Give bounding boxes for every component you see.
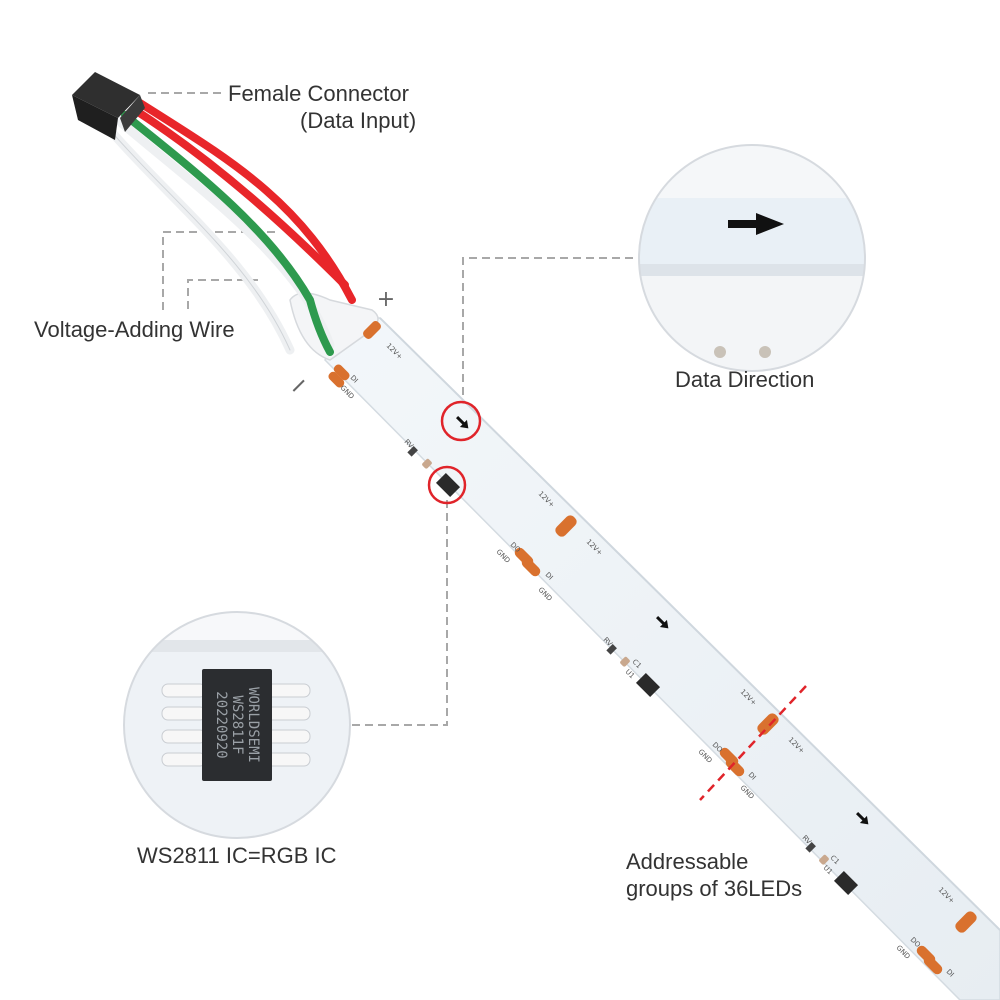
cut-mark: [699, 685, 807, 801]
plus-symbol: +: [377, 287, 395, 312]
pad-12v-1: [555, 515, 577, 537]
cut-line: [699, 685, 807, 801]
leader-lines: [148, 92, 637, 726]
highlight-arrow-circle: [440, 400, 482, 442]
callout-data-direction: Data Direction: [675, 367, 815, 392]
pcb-label-di-1: DI: [544, 571, 555, 582]
callout-female-connector-line2: (Data Input): [300, 108, 417, 133]
pad-gnd-input: [328, 371, 345, 388]
resistor-3: [805, 842, 816, 853]
pad-gnd-2: [725, 757, 745, 777]
callout-addressable-groups-line1: Addressable: [626, 849, 749, 874]
callout-female-connector-line1: Female Connector: [228, 81, 409, 106]
resistor-2: [606, 644, 617, 655]
strip-edge-highlight: [379, 317, 1000, 931]
callout-ic: WS2811 IC=RGB IC: [137, 843, 337, 868]
wire-white-outer-edge: [109, 129, 291, 351]
strip-ics: [435, 472, 859, 896]
chip-marking-line1: WORLDSEMI: [245, 687, 261, 763]
leader-ic: [350, 500, 448, 726]
wires: [105, 99, 356, 356]
strip-arrows: [455, 415, 869, 825]
leader-data-direction: [462, 257, 637, 395]
ic-chip-2: [635, 672, 661, 698]
small-components: [407, 446, 829, 865]
arrow-icon: [455, 415, 469, 429]
pad-di-input: [333, 364, 350, 381]
ic-pins: [161, 683, 311, 767]
ic-chip-1: [435, 472, 461, 498]
callout-voltage-wire: Voltage-Adding Wire: [34, 317, 235, 342]
chip-marking-line3: 20220920: [213, 691, 229, 758]
pcb-label-gnd-2a: GND: [697, 748, 714, 765]
leader-voltage-wire-outer: [162, 231, 275, 310]
arrow-icon: [655, 615, 669, 629]
pad-12v-2: [757, 713, 779, 735]
pcb-label-di-input: DI: [349, 374, 360, 385]
capacitor-3: [819, 854, 829, 865]
led-strip: [289, 292, 1000, 1000]
zoom-data-direction: [638, 144, 866, 372]
pcb-label-di-3: DI: [945, 968, 956, 979]
wire-red-b: [136, 99, 356, 304]
callout-female-connector: Female Connector (Data Input): [228, 80, 416, 134]
pad-gnd-3: [923, 955, 943, 975]
female-connector: [72, 72, 145, 140]
pad-12v-3: [955, 911, 977, 933]
ic-package: [202, 669, 272, 781]
connector-face: [72, 72, 140, 118]
capacitor-1: [422, 458, 432, 469]
ic-chip-3: [833, 870, 859, 896]
highlight-circles: [427, 400, 482, 505]
solder-pads: [328, 321, 977, 975]
connector-latch: [120, 95, 145, 132]
arrow-icon: [728, 213, 784, 235]
resistor-1: [407, 446, 418, 457]
zoom-ic: WORLDSEMI WS2811F 20220920: [123, 611, 351, 839]
arrow-icon: [855, 811, 869, 825]
highlight-ic-circle: [427, 465, 467, 505]
minus-symbol: −: [281, 368, 315, 402]
pcb-label-di-2: DI: [747, 771, 758, 782]
connector-side: [72, 95, 118, 140]
pcb-label-gnd-1a: GND: [495, 548, 512, 565]
leader-voltage-wire-inner: [187, 279, 258, 310]
wire-red-a: [131, 106, 349, 289]
capacitor-2: [620, 656, 630, 667]
chip-marking-line2: WS2811F: [229, 695, 245, 754]
callout-addressable-groups: Addressable groups of 36LEDs: [626, 848, 802, 902]
callout-addressable-groups-line2: groups of 36LEDs: [626, 876, 803, 901]
pad-gnd-1: [521, 557, 541, 577]
pad-12v-input: [363, 321, 381, 339]
wire-green: [121, 111, 334, 356]
